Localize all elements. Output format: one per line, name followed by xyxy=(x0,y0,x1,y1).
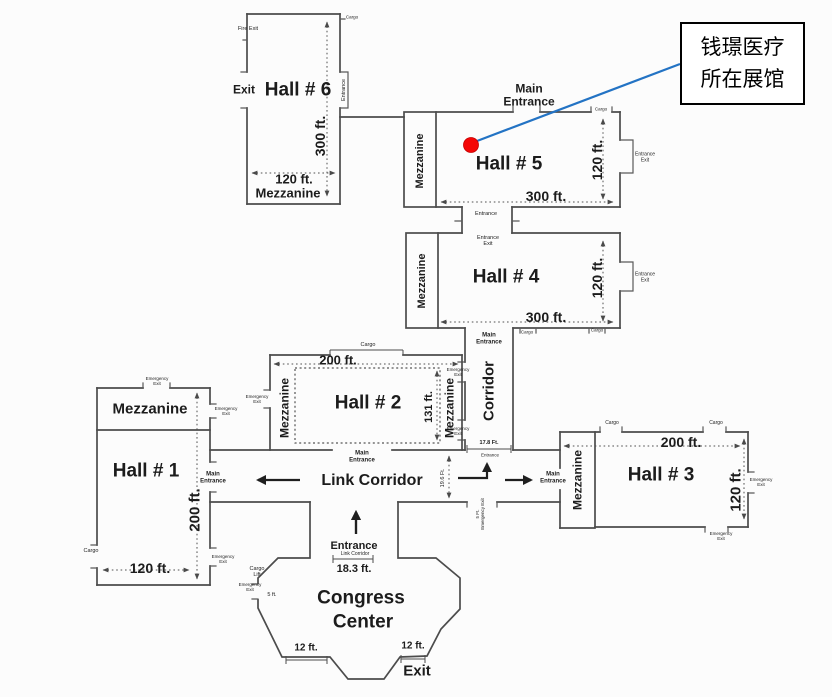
link-5ft-emergency-exit-label: 5 Ft. Emergency Exit xyxy=(474,498,485,530)
hall-6-fire-exit-label: Fire Exit xyxy=(237,25,259,32)
hall-3-main-entrance-label: Main Entrance xyxy=(540,471,566,484)
hall-4-entrance-exit-right-label: Entrance Exit xyxy=(634,271,656,283)
hall-1-emergency-exit-top-label: Emergency Exit xyxy=(145,375,169,386)
link-corridor-name: Link Corridor xyxy=(321,472,423,490)
hall-5-entrance-exit-label: Entrance Exit xyxy=(634,151,656,163)
hall-6-cargo-label: Cargo xyxy=(345,14,359,20)
congress-cargo-lift-label: Cargo Lift xyxy=(249,565,265,578)
hall-5-entrance-bottom-label: Entrance xyxy=(474,210,498,217)
corridor-emergency-exit-label-2: Emergency Exit xyxy=(446,425,470,436)
corridor-entrance-label: Entrance xyxy=(480,452,500,458)
hall-3-emergency-exit-bottom-label: Emergency Exit xyxy=(709,530,733,541)
hall-4-dim-120ft: 120 ft. xyxy=(589,257,606,299)
callout-leader xyxy=(476,62,681,143)
hall-5-dim-300ft: 300 ft. xyxy=(525,188,567,205)
hall-4-cargo-label-1: Cargo xyxy=(520,329,534,335)
hall-4-mezzanine-label: Mezzanine xyxy=(415,253,428,309)
hall-5-main-entrance-label: Main Entrance xyxy=(503,81,555,109)
hall-5-cargo-label: Cargo xyxy=(594,106,608,112)
congress-dim-5ft: 5 ft. xyxy=(267,591,277,598)
hall-6-entrance-label: Entrance xyxy=(340,78,347,102)
hall-6-name: Hall # 6 xyxy=(264,79,332,101)
corridor-emergency-exit-label-1: Emergency Exit xyxy=(446,366,470,377)
hall-1-walls xyxy=(90,382,217,586)
hall-3-emergency-exit-right-label: Emergency Exit xyxy=(749,476,773,487)
hall-4-dim-300ft: 300 ft. xyxy=(525,309,567,326)
hall-2-dim-200ft: 200 ft. xyxy=(319,352,357,368)
hall-3-dim-120ft: 120 ft. xyxy=(727,468,745,512)
hall-4-cargo-label-2: Cargo xyxy=(590,327,604,333)
hall-3-walls xyxy=(559,426,755,533)
hall-6-exit-label: Exit xyxy=(232,82,256,97)
congress-dim-12ft-left: 12 ft. xyxy=(294,642,318,654)
hall-2-mezzanine-left-label: Mezzanine xyxy=(277,377,292,439)
congress-center-name-line1: Congress xyxy=(317,587,405,609)
hall-6-dim-300ft: 300 ft. xyxy=(312,115,329,157)
hall-2-main-entrance-label: Main Entrance xyxy=(349,450,375,463)
hall-3-dim-200ft: 200 ft. xyxy=(660,434,702,451)
location-marker-dot xyxy=(463,137,479,153)
hall-1-emergency-exit-bottom-label: Emergency Exit xyxy=(211,553,235,564)
congress-center-walls xyxy=(251,501,461,680)
hall-4-main-entrance-label: Main Entrance xyxy=(476,332,502,345)
callout-text-line1: 钱璟医疗 xyxy=(700,36,785,59)
link-corridor-dim-19-6ft: 19.6 Ft. xyxy=(439,468,446,488)
congress-exit-label: Exit xyxy=(403,662,431,680)
hall-2-walls xyxy=(263,349,463,451)
hall-5-walls xyxy=(403,105,634,234)
hall-6-dim-120ft: 120 ft. xyxy=(275,171,313,187)
hall-2-cargo-label: Cargo xyxy=(360,341,376,348)
corridor-name: Corridor xyxy=(480,361,498,421)
hall-2-dim-131ft: 131 ft. xyxy=(422,391,435,423)
hall-1-dim-120ft: 120 ft. xyxy=(129,560,171,577)
hall-6-walls xyxy=(240,13,405,205)
hall-1-cargo-label: Cargo xyxy=(83,547,99,554)
hall-5-mezzanine-label: Mezzanine xyxy=(413,133,426,189)
hall-3-name: Hall # 3 xyxy=(627,464,695,486)
link-entrance-label: Entrance xyxy=(330,539,378,552)
hall-1-name: Hall # 1 xyxy=(112,460,180,482)
congress-dim-12ft-right: 12 ft. xyxy=(401,640,425,652)
hall-6-mezzanine-label: Mezzanine xyxy=(255,185,321,201)
hall-5-name: Hall # 5 xyxy=(475,153,543,175)
callout-text-line2: 所在展馆 xyxy=(700,67,785,91)
congress-emergency-exit-label: Emergency Exit xyxy=(238,581,262,592)
callout-box: 钱璟医疗 所在展馆 xyxy=(680,22,805,105)
hall-3-cargo-label-1: Cargo xyxy=(605,420,619,427)
hall-5-dim-120ft: 120 ft. xyxy=(589,139,606,181)
hall-4-entrance-exit-top-label: Entrance Exit xyxy=(476,234,500,247)
hall-2-emergency-exit-label: Emergency Exit xyxy=(245,393,269,404)
hall-1-dim-200ft: 200 ft. xyxy=(186,488,204,532)
link-corridor-walls xyxy=(209,449,561,534)
corridor-dim-17-8ft: 17.8 Ft. xyxy=(479,439,499,446)
link-corridor-small-label: Link Corridor xyxy=(340,551,370,558)
hall-1-emergency-exit-right-label: Emergency Exit xyxy=(214,405,238,416)
hall-1-mezzanine-label: Mezzanine xyxy=(112,400,188,418)
hall-3-cargo-label-2: Cargo xyxy=(709,420,723,427)
hall-4-walls xyxy=(405,232,634,334)
congress-center-name-line2: Center xyxy=(332,611,394,633)
hall-2-mezzanine-right-label: Mezzanine xyxy=(442,377,457,439)
hall-4-name: Hall # 4 xyxy=(472,266,540,288)
hall-2-name: Hall # 2 xyxy=(334,392,402,414)
hall-3-mezzanine-label: Mezzanine xyxy=(570,449,585,511)
hall-1-main-entrance-label: Main Entrance xyxy=(200,471,226,484)
link-dim-18-3ft: 18.3 ft. xyxy=(336,562,372,575)
